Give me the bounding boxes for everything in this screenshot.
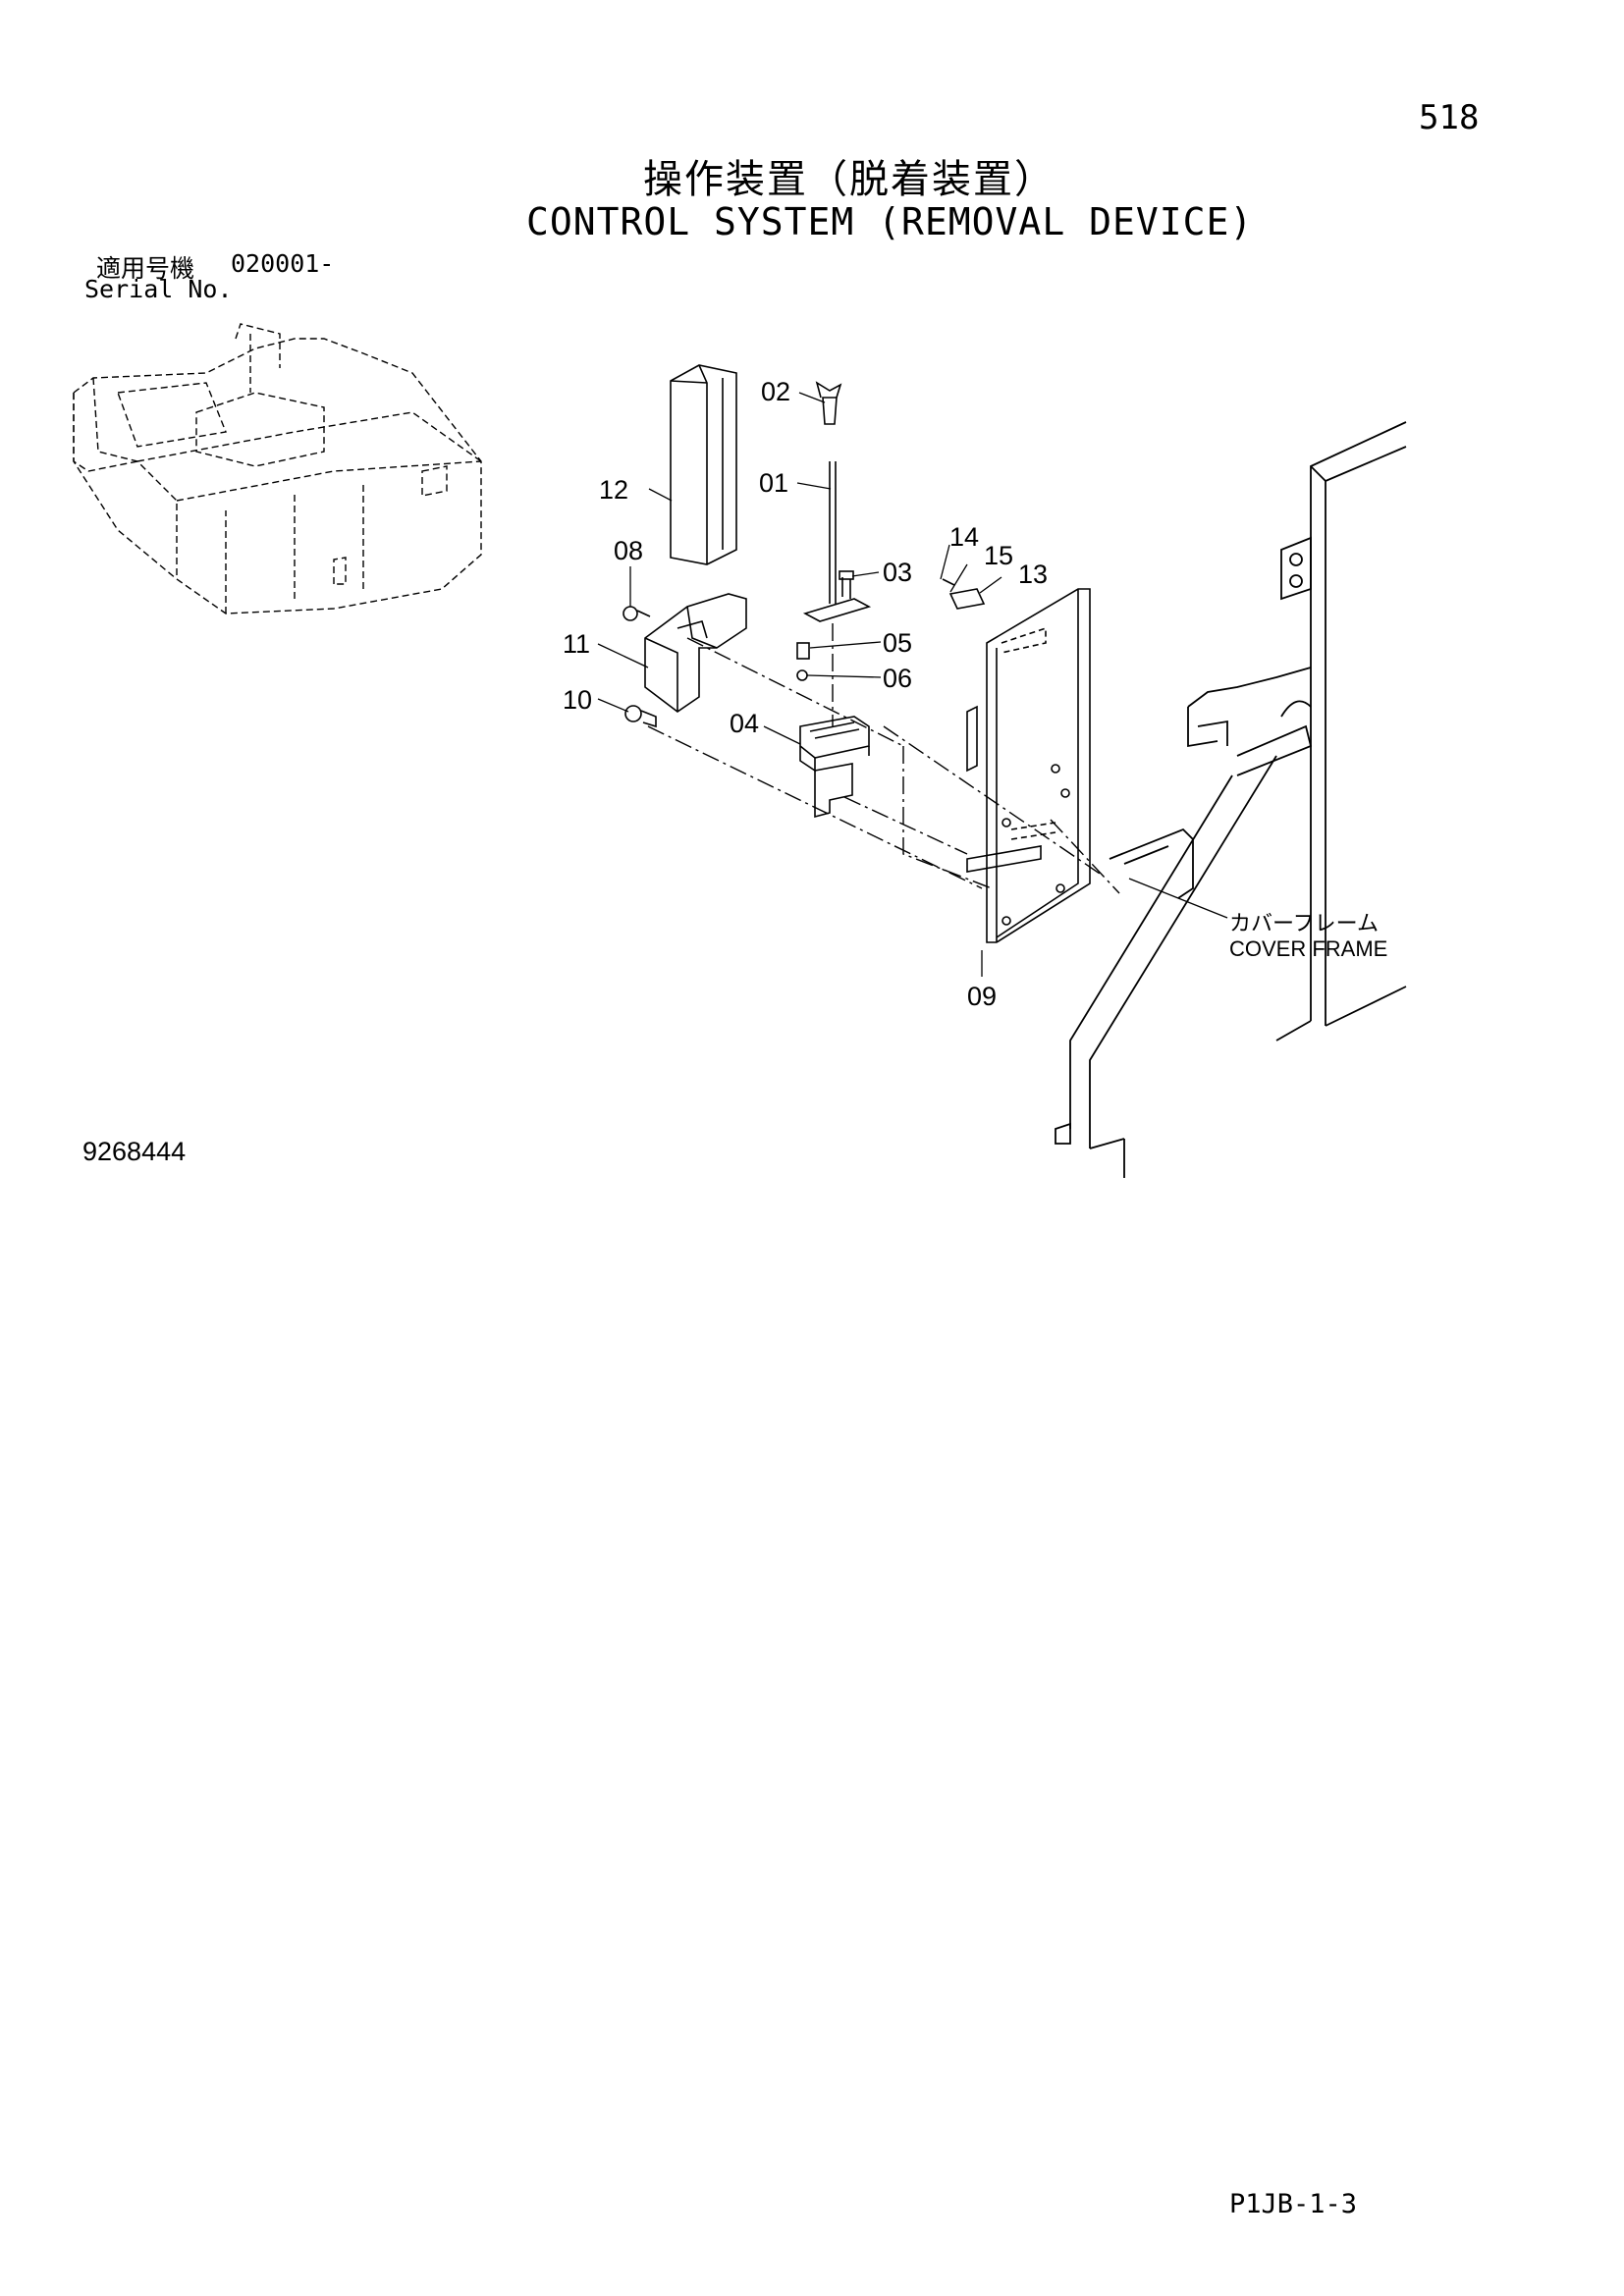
footer-code: P1JB-1-3 bbox=[1229, 2189, 1358, 2219]
switch-assembly-illustration bbox=[796, 642, 870, 819]
callout-10: 10 bbox=[563, 685, 592, 715]
part-09-panel-illustration bbox=[966, 588, 1091, 943]
callout-08: 08 bbox=[614, 536, 643, 565]
machine-overview-illustration bbox=[73, 323, 482, 614]
lever-assembly-illustration bbox=[802, 381, 872, 622]
cover-frame-illustration bbox=[1055, 421, 1407, 1178]
cover-frame-label-japanese: カバーフレーム bbox=[1229, 911, 1379, 935]
callout-05: 05 bbox=[883, 628, 912, 658]
fastener-illustrations bbox=[623, 606, 657, 728]
serial-label-english: Serial No. bbox=[84, 275, 233, 303]
callout-09: 09 bbox=[967, 982, 997, 1011]
callout-02: 02 bbox=[761, 377, 790, 406]
assembly-centerlines bbox=[647, 623, 1120, 894]
callout-14: 14 bbox=[949, 522, 979, 552]
callout-01: 01 bbox=[759, 468, 788, 498]
callout-11: 11 bbox=[563, 629, 590, 659]
serial-label-japanese: 適用号機 bbox=[96, 254, 195, 283]
callout-04: 04 bbox=[730, 709, 759, 738]
part-12-cover-illustration bbox=[670, 364, 737, 565]
callout-12: 12 bbox=[599, 475, 628, 505]
callout-03: 03 bbox=[883, 558, 912, 587]
callout-labels: 02 01 12 08 03 11 05 06 10 04 14 15 13 0… bbox=[563, 377, 1387, 1011]
page-number: 518 bbox=[1419, 98, 1480, 137]
page-title-japanese: 操作装置（脱着装置） bbox=[643, 157, 1056, 202]
part-11-bracket-illustration bbox=[644, 593, 747, 713]
part-13-plate-illustration bbox=[942, 578, 986, 610]
cover-frame-label-english: COVER FRAME bbox=[1229, 936, 1387, 961]
figure-number: 9268444 bbox=[82, 1137, 187, 1166]
serial-value: 020001- bbox=[231, 249, 335, 278]
page-title-english: CONTROL SYSTEM (REMOVAL DEVICE) bbox=[526, 200, 1254, 243]
leader-lines bbox=[597, 392, 1228, 977]
callout-15: 15 bbox=[984, 541, 1013, 570]
callout-13: 13 bbox=[1018, 560, 1048, 589]
callout-06: 06 bbox=[883, 664, 912, 693]
